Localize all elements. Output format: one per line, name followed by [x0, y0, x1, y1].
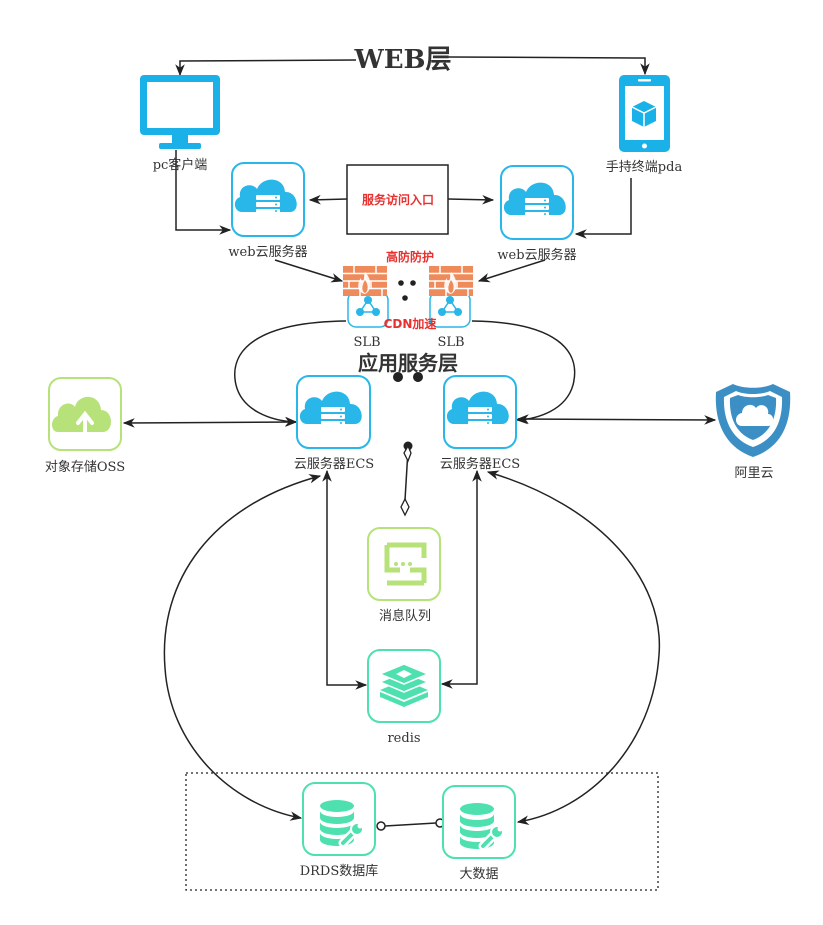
slb-right: SLB [428, 265, 474, 350]
bigdata: 大数据 [442, 785, 516, 882]
message-queue-label: 消息队列 [379, 608, 431, 624]
cdn-label: CDN加速 [384, 316, 437, 331]
web-server-left: web云服务器 [228, 162, 308, 260]
oss-storage: 对象存储OSS [45, 377, 125, 475]
service-entry-box: 服务访问入口 [346, 164, 449, 235]
oss-label: 对象存储OSS [45, 460, 125, 475]
message-queue-icon [384, 542, 427, 586]
redis-stack-icon [378, 663, 430, 707]
connectors [122, 56, 717, 891]
message-queue: 消息队列 [367, 527, 441, 624]
load-balancer-icon [356, 296, 380, 316]
ecs-right: 云服务器ECS [440, 375, 520, 472]
pda-terminal: 手持终端pda [606, 75, 683, 175]
drds-label: DRDS数据库 [300, 863, 379, 879]
web-server-left-label: web云服务器 [228, 244, 307, 260]
firewall-icon [428, 265, 474, 297]
monitor-icon [140, 75, 220, 149]
ecs-left: 云服务器ECS [294, 375, 374, 472]
redis: redis [367, 649, 441, 746]
load-balancer-icon [438, 296, 462, 316]
ecs-right-label: 云服务器ECS [440, 456, 520, 472]
firewall-icon [342, 265, 388, 297]
web-server-right: web云服务器 [497, 165, 577, 263]
service-entry-label: 服务访问入口 [362, 192, 434, 207]
pc-client-label: pc客户端 [153, 157, 208, 173]
slb-right-label: SLB [437, 335, 464, 350]
ecs-left-label: 云服务器ECS [294, 456, 374, 472]
app-layer-title: 应用服务层 [358, 351, 458, 375]
slb-left-label: SLB [353, 335, 380, 350]
redis-label: redis [387, 731, 420, 746]
pc-client: pc客户端 [140, 75, 220, 173]
bigdata-label: 大数据 [459, 867, 498, 882]
ddos-protection-label: 高防防护 [386, 249, 434, 264]
aliyun-label: 阿里云 [734, 466, 773, 481]
shield-cloud-icon [715, 384, 791, 457]
slb-dots [398, 280, 416, 301]
pda-label: 手持终端pda [606, 159, 683, 175]
drds-database: DRDS数据库 [300, 782, 379, 879]
cloud-upload-icon [52, 396, 112, 434]
web-layer-title: WEB层 [354, 45, 452, 75]
aliyun: 阿里云 [715, 384, 791, 481]
slb-left: SLB [342, 265, 389, 350]
web-server-right-label: web云服务器 [497, 247, 576, 263]
mobile-phone-icon [619, 75, 670, 152]
